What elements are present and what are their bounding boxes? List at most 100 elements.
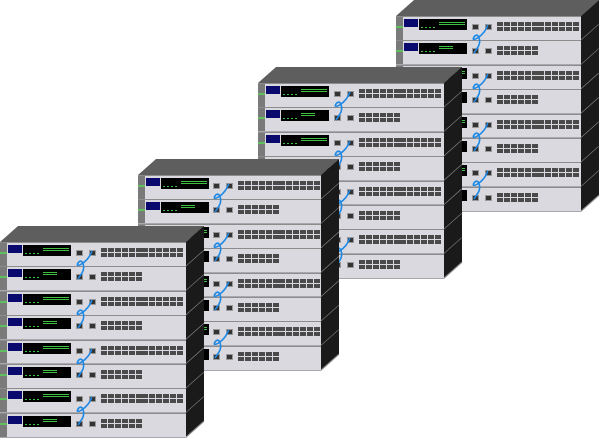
ethernet-port (394, 211, 401, 215)
bezel (396, 41, 403, 65)
ethernet-port (156, 399, 163, 404)
patch-cable (76, 250, 94, 280)
ethernet-port (394, 113, 401, 118)
ethernet-port (394, 137, 401, 142)
ethernet-port (380, 167, 387, 172)
ethernet-port (285, 186, 292, 190)
side-face (581, 97, 599, 138)
ethernet-port (149, 253, 156, 257)
ethernet-port (272, 234, 279, 239)
side-face (581, 24, 599, 65)
side-face (444, 237, 462, 279)
ethernet-port (524, 95, 531, 100)
ethernet-port (122, 321, 129, 326)
side-face (186, 250, 204, 291)
ethernet-port (177, 248, 184, 252)
ethernet-port (108, 326, 115, 331)
ethernet-port (292, 229, 299, 234)
ethernet-port (122, 350, 129, 355)
status-led-icon (0, 276, 7, 279)
ethernet-port (400, 142, 407, 147)
ethernet-port (510, 197, 517, 202)
ethernet-port (524, 192, 531, 197)
ethernet-port (414, 89, 421, 93)
status-led-icon (138, 185, 145, 187)
ethernet-port (380, 137, 387, 142)
port-bank (101, 272, 143, 282)
ethernet-port (237, 303, 244, 307)
ethernet-port (272, 303, 279, 307)
ethernet-port (359, 113, 366, 118)
ethernet-port (101, 399, 108, 404)
ethernet-port (551, 27, 558, 31)
ethernet-port (237, 234, 244, 239)
ethernet-port (122, 277, 129, 282)
ethernet-port (407, 142, 414, 147)
ethernet-port (108, 272, 115, 277)
ethernet-port (496, 173, 503, 178)
ethernet-port (503, 100, 510, 105)
ethernet-port (170, 253, 177, 257)
ethernet-port (544, 124, 551, 129)
ethernet-port (394, 167, 401, 172)
ethernet-port (565, 75, 572, 80)
ethernet-port (565, 124, 572, 129)
ethernet-port (115, 399, 122, 404)
ethernet-port (237, 229, 244, 234)
port-bank (537, 22, 579, 31)
ethernet-port (421, 89, 428, 93)
ethernet-port (136, 394, 143, 399)
port-bank (237, 254, 279, 264)
ethernet-port (373, 191, 380, 196)
ethernet-port (524, 144, 531, 148)
side-face (321, 232, 339, 273)
ethernet-port (108, 350, 115, 355)
status-led-icon (0, 422, 7, 425)
ethernet-port (503, 192, 510, 197)
ethernet-port (558, 22, 565, 26)
ethernet-port (394, 191, 401, 196)
ethernet-port (163, 394, 170, 399)
ethernet-port (380, 113, 387, 118)
bezel (138, 176, 145, 199)
port-bank (237, 205, 279, 215)
ethernet-port (531, 75, 538, 80)
logo-badge (404, 19, 418, 27)
ethernet-port (244, 254, 251, 259)
ethernet-port (503, 46, 510, 51)
bezel (138, 200, 145, 224)
ethernet-port (101, 321, 108, 326)
ethernet-port (524, 22, 531, 26)
ethernet-port (366, 264, 373, 269)
ethernet-port (251, 327, 258, 332)
ethernet-port (115, 272, 122, 277)
ethernet-port (551, 173, 558, 178)
ethernet-port (531, 51, 538, 56)
side-face (444, 67, 462, 108)
led-display (23, 391, 71, 403)
ethernet-port (129, 326, 136, 331)
port-bank (237, 303, 279, 312)
ethernet-port (551, 70, 558, 75)
ethernet-port (142, 248, 149, 252)
sfp-port-2 (89, 250, 97, 256)
ethernet-port (237, 278, 244, 283)
logo-badge (266, 134, 280, 143)
ethernet-port (524, 119, 531, 124)
ethernet-port (272, 210, 279, 215)
ethernet-port (407, 240, 414, 245)
patch-cable (76, 299, 94, 329)
ethernet-port (136, 321, 143, 326)
ethernet-port (572, 168, 579, 173)
ethernet-port (244, 327, 251, 332)
ethernet-port (517, 192, 524, 197)
ethernet-port (292, 234, 299, 239)
port-bank (237, 229, 279, 239)
bezel (0, 413, 7, 437)
ethernet-port (366, 162, 373, 167)
ethernet-port (407, 89, 414, 93)
ethernet-port (237, 205, 244, 210)
ethernet-port (394, 186, 401, 191)
side-face (581, 170, 599, 212)
port-bank (537, 168, 579, 178)
